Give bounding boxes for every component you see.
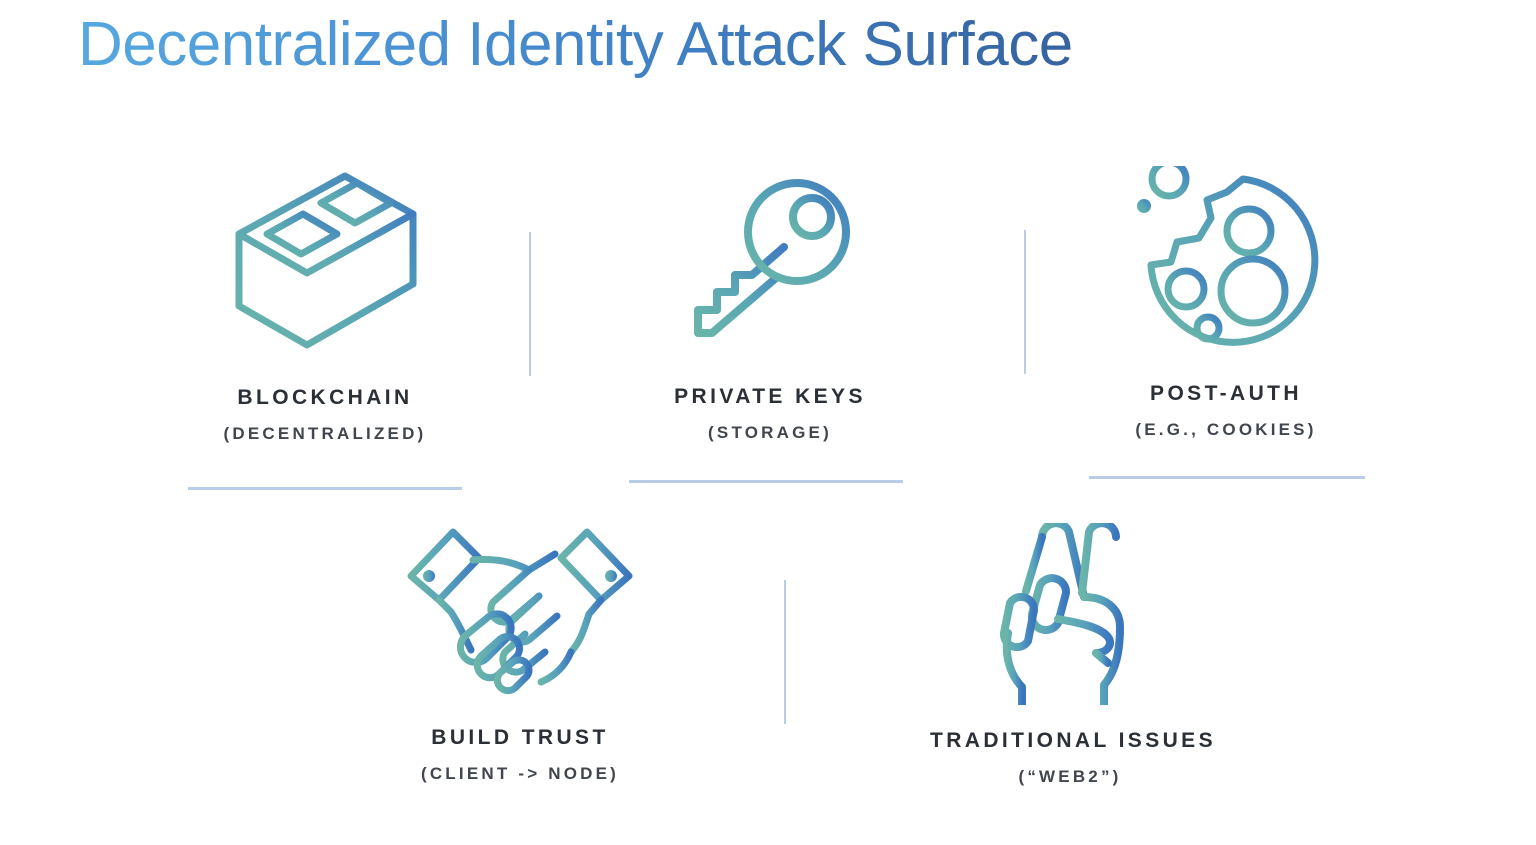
item-subtitle: (DECENTRALIZED) bbox=[223, 424, 427, 443]
item-post-auth[interactable]: POST-AUTH (E.G., COOKIES) bbox=[1090, 158, 1362, 439]
divider-vertical-row1-right bbox=[1024, 230, 1026, 374]
item-subtitle: (“WEB2”) bbox=[1018, 767, 1122, 786]
item-title: PRIVATE KEYS bbox=[674, 385, 866, 408]
item-subtitle: (CLIENT -> NODE) bbox=[420, 764, 620, 783]
item-title: TRADITIONAL ISSUES bbox=[930, 729, 1216, 752]
rule-blockchain bbox=[188, 487, 462, 490]
cookie-icon bbox=[1090, 158, 1362, 361]
peace-hand-icon bbox=[930, 519, 1210, 710]
item-traditional-issues[interactable]: TRADITIONAL ISSUES (“WEB2”) bbox=[930, 519, 1216, 786]
divider-vertical-row2 bbox=[784, 580, 786, 724]
item-private-keys[interactable]: PRIVATE KEYS (STORAGE) bbox=[640, 175, 900, 441]
page-title: Decentralized Identity Attack Surface bbox=[78, 6, 1073, 84]
cinder-block-icon bbox=[150, 168, 500, 363]
item-title: POST-AUTH bbox=[1150, 382, 1302, 405]
item-build-trust[interactable]: BUILD TRUST (CLIENT -> NODE) bbox=[400, 520, 640, 782]
item-title: BUILD TRUST bbox=[431, 726, 609, 749]
item-subtitle: (STORAGE) bbox=[708, 423, 832, 442]
handshake-icon bbox=[400, 520, 640, 705]
rule-private-keys bbox=[629, 480, 903, 483]
item-subtitle: (E.G., COOKIES) bbox=[1135, 420, 1317, 439]
key-icon bbox=[640, 175, 900, 358]
divider-vertical-row1-left bbox=[529, 232, 531, 376]
item-title: BLOCKCHAIN bbox=[237, 386, 413, 409]
rule-post-auth bbox=[1089, 476, 1365, 479]
item-blockchain[interactable]: BLOCKCHAIN (DECENTRALIZED) bbox=[150, 168, 500, 442]
